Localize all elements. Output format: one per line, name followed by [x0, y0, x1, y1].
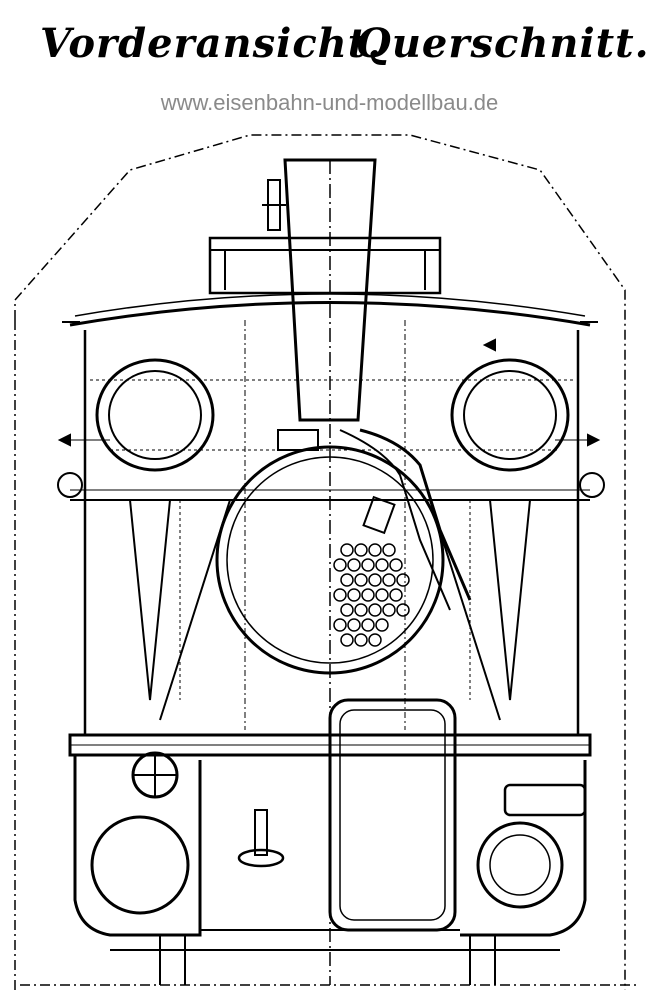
porthole-window-right	[450, 358, 570, 472]
cylinder-box	[503, 783, 587, 817]
website-watermark: www.eisenbahn-und-modellbau.de	[160, 90, 499, 115]
air-reservoir-right	[476, 821, 564, 909]
title-front-view: Vorderansicht.	[40, 20, 383, 67]
porthole-window-left	[95, 358, 215, 472]
boiler-smokebox	[215, 445, 445, 675]
cab-roof	[69, 301, 591, 327]
steam-pipe	[359, 428, 472, 601]
air-reservoir-left	[90, 815, 190, 915]
roof-clerestory	[208, 236, 442, 295]
handrail-loop-left	[57, 472, 83, 498]
handrail-loop-right	[579, 472, 605, 498]
side-tank-left	[129, 499, 171, 701]
side-tank-right	[489, 499, 531, 701]
loading-gauge-outline	[14, 134, 626, 990]
coupling-hook	[254, 809, 268, 856]
lower-frame	[73, 755, 202, 937]
title-cross-section: Querschnitt.	[356, 20, 650, 67]
boiler-tubes	[333, 543, 410, 647]
chimney	[283, 158, 377, 422]
